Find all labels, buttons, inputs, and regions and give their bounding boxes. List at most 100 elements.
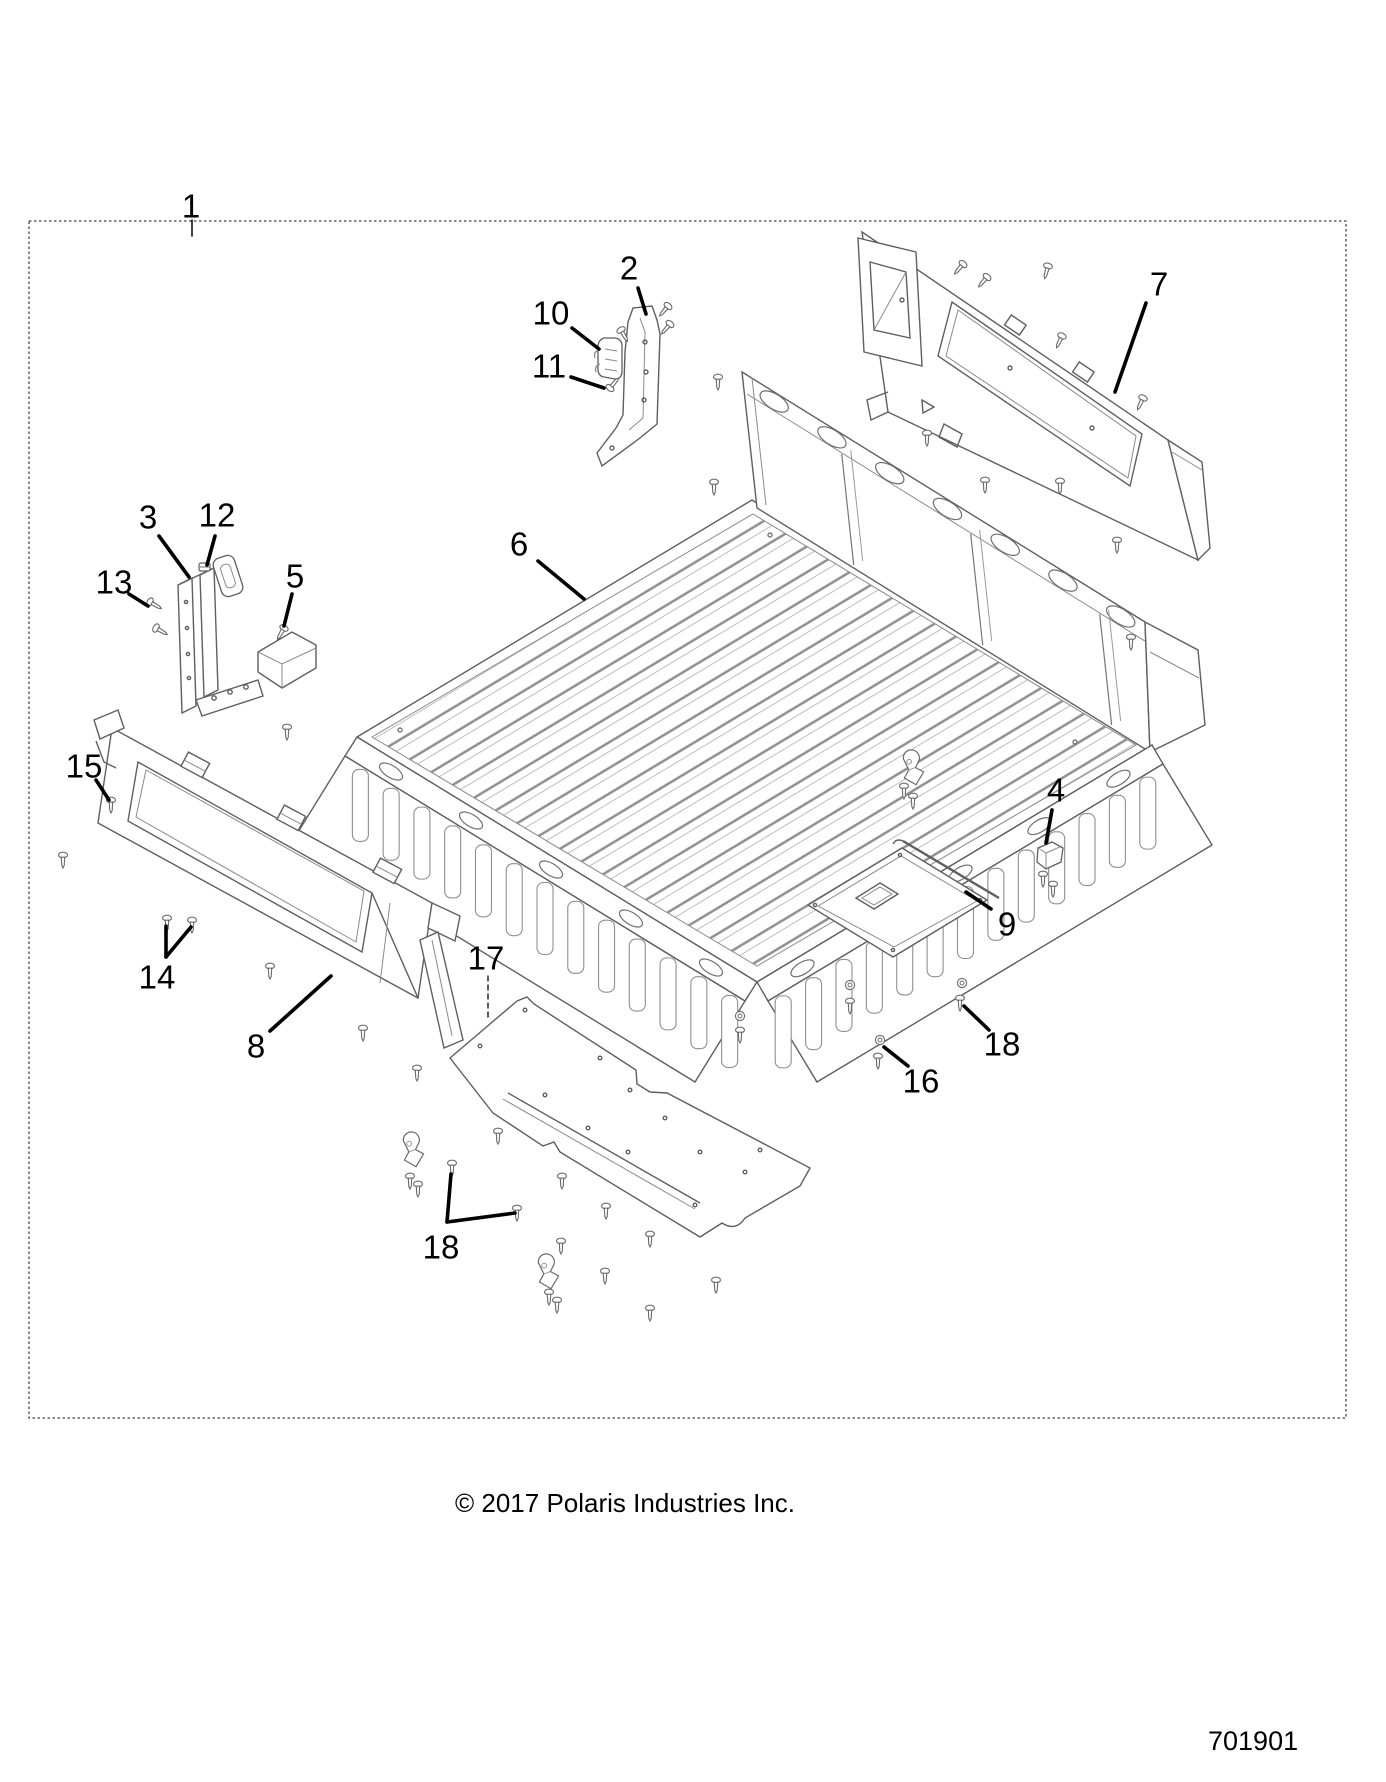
latch-block <box>593 337 623 380</box>
callout-label-2: 2 <box>620 250 638 287</box>
screw-icon <box>974 271 993 291</box>
wall-slats <box>351 768 739 1069</box>
rear-box-panel <box>857 230 1211 562</box>
screw-icon <box>1111 536 1123 554</box>
front-box-panel <box>93 709 464 1049</box>
rail-hole <box>458 811 484 830</box>
rail-hole <box>817 426 847 449</box>
copyright-text: © 2017 Polaris Industries Inc. <box>455 1488 795 1518</box>
wall-post <box>1108 609 1122 722</box>
callout-leader <box>964 890 993 911</box>
wall-slat <box>567 900 585 974</box>
rail-hole <box>932 497 963 521</box>
wall-post <box>850 449 864 562</box>
clamp-clip-icon <box>398 1129 427 1170</box>
wall-slat <box>690 976 708 1050</box>
screw-icon <box>281 723 293 741</box>
screw-icon <box>556 1172 568 1190</box>
screw-icon <box>357 1024 369 1042</box>
screw-icon <box>551 1296 563 1314</box>
screw-icon <box>543 1288 555 1306</box>
screw-icon <box>644 1304 656 1322</box>
wall-post <box>970 533 984 646</box>
screw-icon <box>404 1172 416 1190</box>
callout-label-4: 4 <box>1047 772 1065 809</box>
callout-label-9: 9 <box>998 906 1016 943</box>
callout-label-3: 3 <box>139 499 157 536</box>
callout-leader <box>636 286 648 316</box>
wall-slat <box>628 938 646 1012</box>
callout-label-13: 13 <box>96 564 133 601</box>
wall-post <box>1099 613 1113 726</box>
washer-icon <box>956 977 968 989</box>
callout-label-14: 14 <box>139 959 176 996</box>
rail-hole <box>1106 769 1131 788</box>
screw-icon <box>599 1267 611 1285</box>
callout-leader <box>570 326 601 351</box>
washer-icon <box>734 1010 746 1022</box>
callout-leader <box>1113 301 1148 394</box>
callout-leader <box>536 559 586 601</box>
wall-posts <box>841 449 1122 726</box>
screw-icon <box>950 258 969 278</box>
callout-label-18: 18 <box>984 1026 1021 1063</box>
wall-slat <box>774 995 792 1069</box>
rail-hole <box>790 959 815 978</box>
rail-hole <box>1048 569 1078 592</box>
wall-slat <box>536 881 554 956</box>
wall-slat <box>1139 776 1157 850</box>
rail-hole <box>698 958 724 977</box>
callout-label-8: 8 <box>247 1028 265 1065</box>
wall-slat <box>474 844 493 918</box>
box-corner-block <box>257 631 317 689</box>
washer-icon <box>844 979 856 991</box>
screw-icon <box>57 851 69 869</box>
callout-label-17: 17 <box>468 940 505 977</box>
wall-post <box>979 529 993 642</box>
callout-label-5: 5 <box>286 558 304 595</box>
wall-slat <box>805 977 823 1051</box>
screw-icon <box>555 1237 567 1255</box>
screw-icon <box>657 318 676 338</box>
callout-leader <box>94 778 111 802</box>
screw-icon <box>1051 331 1068 351</box>
screw-icon <box>921 429 933 447</box>
callout-leader <box>569 375 606 390</box>
wall-slat <box>835 958 853 1032</box>
upright-bracket-left <box>177 566 264 717</box>
upright-bracket-right <box>596 305 661 468</box>
rail-hole <box>990 533 1020 556</box>
box-rear-wall <box>741 370 1206 754</box>
rail-hole <box>538 860 564 879</box>
wall-slat <box>413 806 431 880</box>
callout-label-16: 16 <box>903 1063 940 1100</box>
screw-icon <box>954 994 966 1012</box>
callout-leader <box>268 974 333 1033</box>
callout-leader <box>882 1045 910 1068</box>
wall-slat <box>597 919 616 993</box>
callout-leader <box>205 534 217 567</box>
rail-hole <box>874 461 905 485</box>
callout-leader <box>1044 808 1054 845</box>
wall-slat <box>1017 849 1035 923</box>
screw-icon <box>492 1127 504 1145</box>
washer-icon <box>874 1034 886 1046</box>
wall-post <box>841 453 855 566</box>
screw-icon <box>655 300 674 320</box>
wall-slat <box>382 787 400 861</box>
floor-skid-plate <box>449 996 811 1238</box>
rail-holes <box>759 390 1136 628</box>
callout-label-1: 1 <box>182 188 200 225</box>
callout-leader <box>282 592 294 628</box>
screw-icon <box>644 1230 656 1248</box>
screw-icon <box>264 962 276 980</box>
rail-hole <box>1105 605 1136 628</box>
callout-leader <box>962 1004 991 1032</box>
wall-slat <box>1078 813 1096 887</box>
wall-slat <box>505 863 523 937</box>
screw-icon <box>412 1180 424 1198</box>
callout-label-18: 18 <box>423 1229 460 1266</box>
screw-icon <box>872 1052 884 1070</box>
